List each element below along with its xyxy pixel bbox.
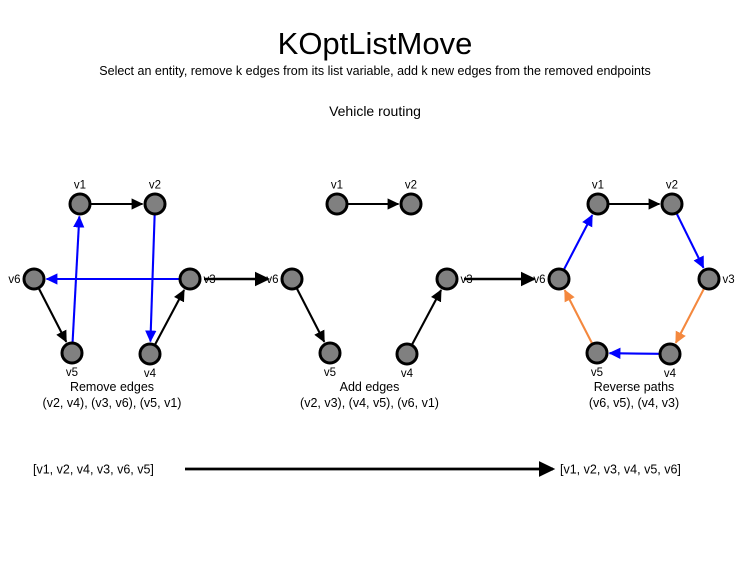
panel-reverse-paths-caption-title: Reverse paths [594, 380, 675, 394]
node-label-v2: v2 [666, 180, 678, 192]
node-v6[interactable]: v6 [8, 267, 46, 291]
edges-layer [37, 198, 706, 359]
edge-v4-to-v5 [608, 347, 660, 359]
node-v5[interactable]: v5 [318, 341, 342, 379]
section-label: Vehicle routing [329, 103, 421, 119]
after-list-label: [v1, v2, v3, v4, v5, v6] [560, 463, 681, 477]
node-label-v1: v1 [331, 180, 343, 192]
node-label-v2: v2 [405, 180, 417, 192]
page-subtitle: Select an entity, remove k edges from it… [99, 64, 651, 78]
node-circle-v3[interactable] [178, 267, 202, 291]
panel-reverse-paths-caption-detail: (v6, v5), (v4, v3) [589, 396, 679, 410]
node-v1[interactable]: v1 [325, 180, 349, 216]
node-circle-v3[interactable] [435, 267, 459, 291]
node-v5[interactable]: v5 [60, 341, 84, 379]
page-title: KOptListMove [277, 26, 473, 61]
node-v3[interactable]: v3 [435, 267, 473, 291]
node-v1[interactable]: v1 [68, 180, 92, 216]
node-circle-v5[interactable] [585, 341, 609, 365]
node-v3[interactable]: v3 [697, 267, 735, 291]
node-circle-v2[interactable] [660, 192, 684, 216]
node-label-v5: v5 [324, 367, 336, 379]
node-v2[interactable]: v2 [143, 180, 167, 216]
node-label-v1: v1 [74, 180, 86, 192]
node-label-v5: v5 [66, 367, 78, 379]
edge-v2-to-v3 [675, 212, 705, 269]
node-circle-v4[interactable] [395, 342, 419, 366]
node-label-v4: v4 [144, 368, 157, 380]
node-v4[interactable]: v4 [138, 342, 162, 380]
panel-add-edges-caption-title: Add edges [340, 380, 400, 394]
node-circle-v6[interactable] [280, 267, 304, 291]
edge-v5-to-v6 [563, 289, 594, 345]
node-label-v4: v4 [401, 368, 414, 380]
edge-v6-to-v1 [562, 214, 594, 271]
node-label-v1: v1 [592, 180, 604, 192]
before-list-label: [v1, v2, v4, v3, v6, v5] [33, 463, 154, 477]
node-label-v4: v4 [664, 368, 677, 380]
node-label-v6: v6 [8, 274, 20, 286]
captions-layer: Remove edges (v2, v4), (v3, v6), (v5, v1)… [43, 380, 680, 410]
node-v2[interactable]: v2 [660, 180, 684, 216]
node-v4[interactable]: v4 [658, 342, 682, 380]
node-circle-v3[interactable] [697, 267, 721, 291]
node-circle-v6[interactable] [22, 267, 46, 291]
edge-v6-to-v5 [37, 287, 68, 343]
node-circle-v1[interactable] [325, 192, 349, 216]
edge-v3-to-v4 [674, 287, 706, 344]
node-circle-v6[interactable] [547, 267, 571, 291]
node-v5[interactable]: v5 [585, 341, 609, 379]
node-label-v6: v6 [533, 274, 545, 286]
edge-v6-to-v5 [295, 287, 326, 343]
node-circle-v5[interactable] [318, 341, 342, 365]
edge-v5-to-v1 [71, 215, 85, 343]
node-circle-v4[interactable] [138, 342, 162, 366]
edge-v4-to-v3 [154, 289, 186, 346]
node-circle-v4[interactable] [658, 342, 682, 366]
node-v2[interactable]: v2 [399, 180, 423, 216]
node-circle-v2[interactable] [399, 192, 423, 216]
node-circle-v2[interactable] [143, 192, 167, 216]
node-circle-v1[interactable] [586, 192, 610, 216]
bottom-summary-layer: [v1, v2, v4, v3, v6, v5] [v1, v2, v3, v4,… [33, 461, 681, 477]
node-circle-v1[interactable] [68, 192, 92, 216]
node-label-v3: v3 [461, 274, 473, 286]
node-label-v3: v3 [723, 274, 735, 286]
panel-add-edges-caption-detail: (v2, v3), (v4, v5), (v6, v1) [300, 396, 439, 410]
node-label-v2: v2 [149, 180, 161, 192]
node-v3[interactable]: v3 [178, 267, 216, 291]
edge-v4-to-v3 [411, 289, 443, 346]
node-label-v6: v6 [266, 274, 278, 286]
node-label-v5: v5 [591, 367, 603, 379]
node-circle-v5[interactable] [60, 341, 84, 365]
panel-remove-edges-caption-detail: (v2, v4), (v3, v6), (v5, v1) [43, 396, 182, 410]
nodes-layer: v1 v2 v3 v4 v5 v6 v1 v2 v3 v4 v5 v6 v1 v2 v3 v4 v5 v6 [8, 180, 734, 381]
node-v4[interactable]: v4 [395, 342, 419, 380]
node-v1[interactable]: v1 [586, 180, 610, 216]
node-label-v3: v3 [204, 274, 216, 286]
panel-remove-edges-caption-title: Remove edges [70, 380, 154, 394]
node-v6[interactable]: v6 [266, 267, 304, 291]
node-v6[interactable]: v6 [533, 267, 571, 291]
